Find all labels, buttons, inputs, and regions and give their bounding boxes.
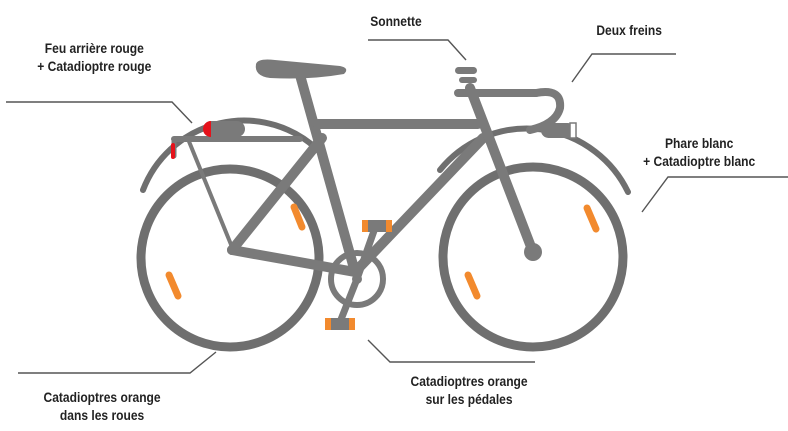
label-phare-line2: + Catadioptre blanc <box>643 152 755 170</box>
saddle <box>256 60 346 79</box>
leader-lines <box>6 40 788 373</box>
label-catadioptres-roues-line2: dans les roues <box>44 406 161 424</box>
label-catadioptres-pedales-line1: Catadioptres orange <box>411 372 528 390</box>
bell <box>455 67 477 83</box>
front-hub <box>524 243 542 261</box>
pedal-top <box>362 220 392 232</box>
label-freins: Deux freins <box>596 21 662 39</box>
label-phare: Phare blanc + Catadioptre blanc <box>643 134 755 170</box>
label-catadioptres-roues: Catadioptres orange dans les roues <box>44 388 161 424</box>
front-wheel-reflector-bottom <box>468 275 477 296</box>
front-wheel-reflector-top <box>587 208 596 229</box>
leader-line-freins <box>572 54 676 82</box>
label-catadioptres-pedales-line2: sur les pédales <box>411 390 528 408</box>
leader-line-phare <box>642 177 788 212</box>
label-sonnette-line1: Sonnette <box>370 12 422 30</box>
frame <box>232 75 533 272</box>
rear-light <box>203 121 245 137</box>
pedal-bottom <box>325 318 355 330</box>
label-freins-line1: Deux freins <box>596 21 662 39</box>
leader-line-roues <box>18 352 216 373</box>
label-feu-arriere-line1: Feu arrière rouge <box>37 39 151 57</box>
label-sonnette: Sonnette <box>370 12 422 30</box>
rear-wheel <box>141 121 319 347</box>
label-feu-arriere: Feu arrière rouge + Catadioptre rouge <box>37 39 151 75</box>
rear-wheel-reflector-bottom <box>169 275 178 296</box>
front-light <box>541 123 576 138</box>
label-phare-line1: Phare blanc <box>643 134 755 152</box>
crankset <box>331 228 383 322</box>
label-catadioptres-pedales: Catadioptres orange sur les pédales <box>411 372 528 408</box>
label-catadioptres-roues-line1: Catadioptres orange <box>44 388 161 406</box>
leader-line-feu-arriere <box>6 102 192 123</box>
leader-line-sonnette <box>368 40 466 60</box>
front-wheel <box>440 128 628 347</box>
label-feu-arriere-line2: + Catadioptre rouge <box>37 57 151 75</box>
